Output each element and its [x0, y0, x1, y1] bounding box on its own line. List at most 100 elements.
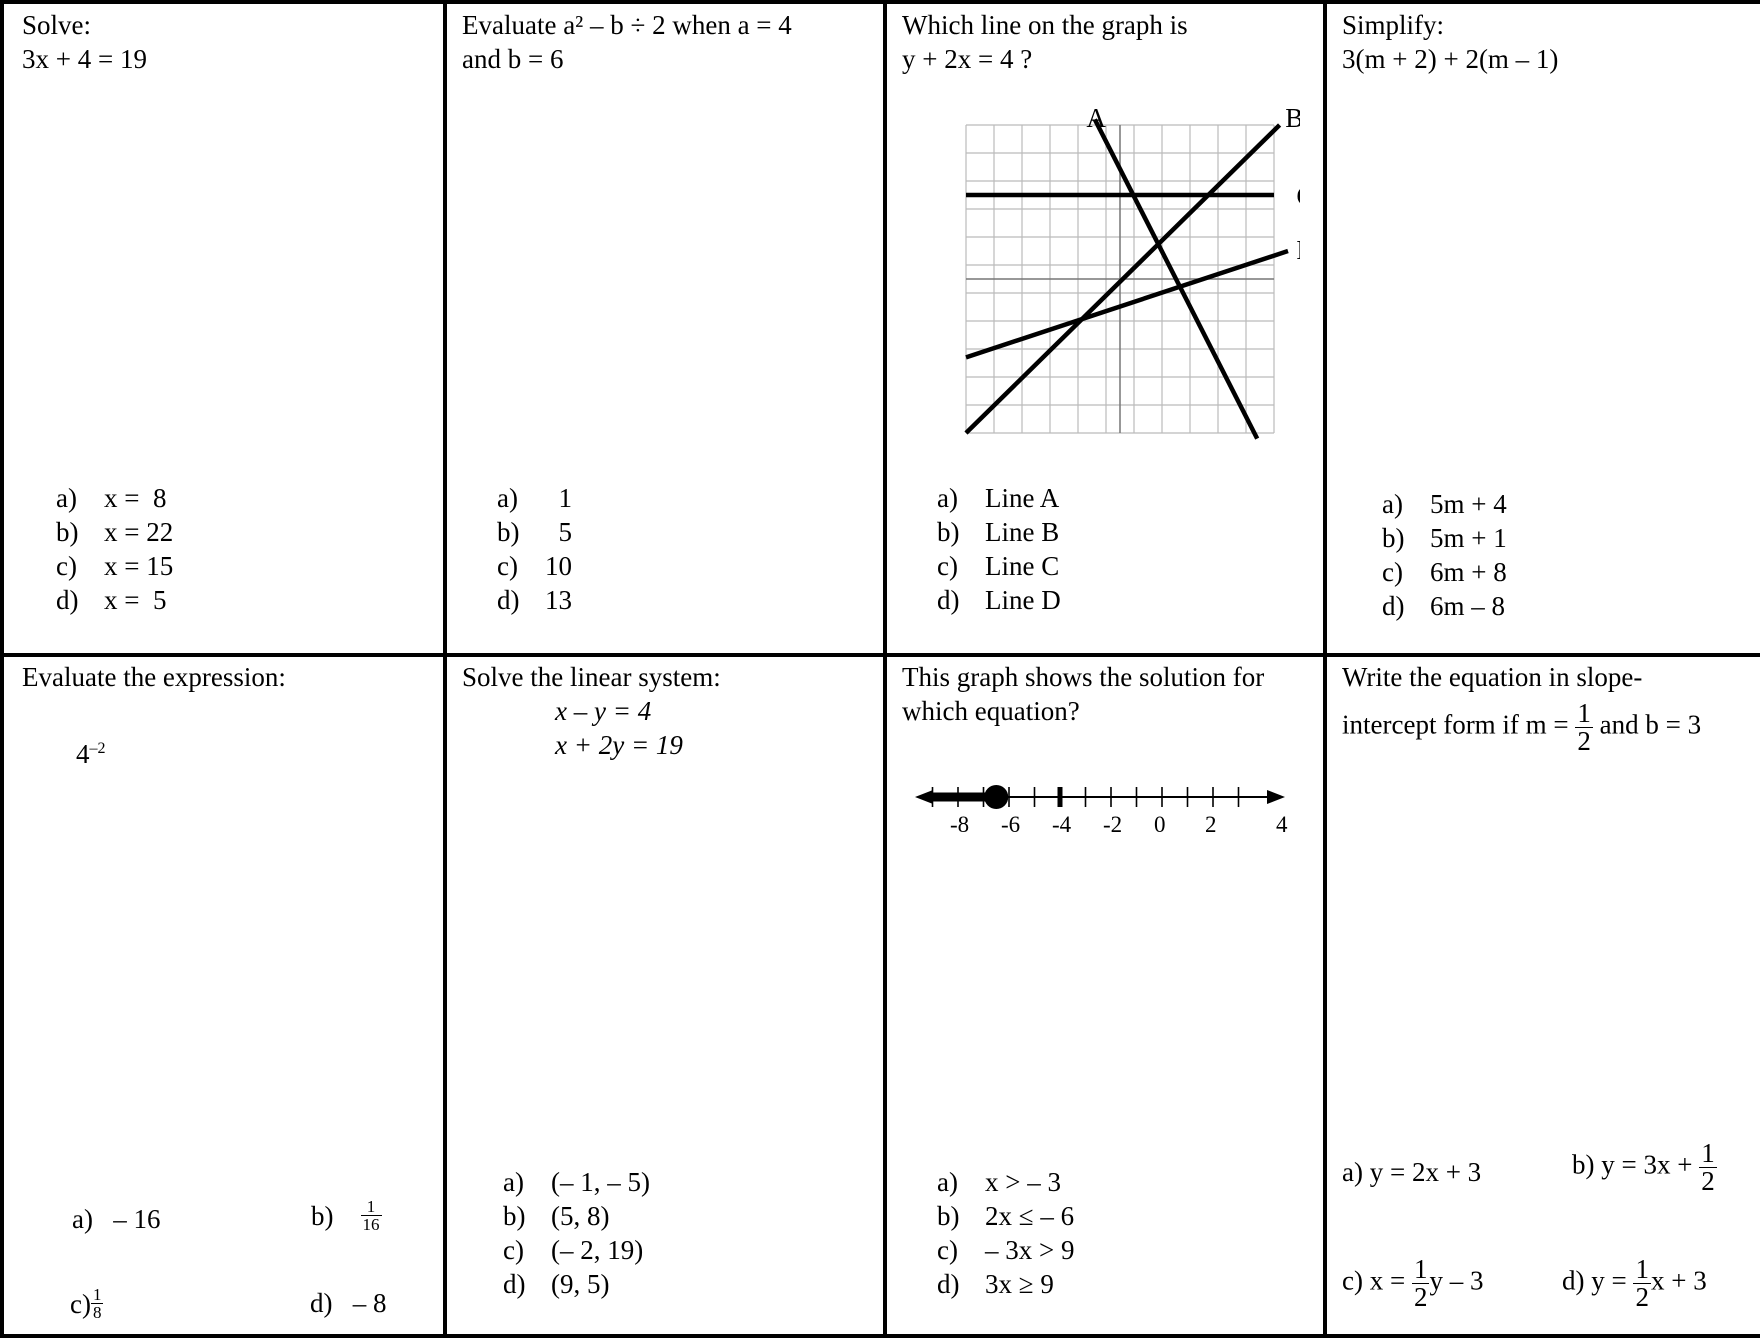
option-text: (9, 5)	[551, 1269, 610, 1299]
option-label: b)	[503, 1201, 526, 1231]
option-text: (– 2, 19)	[551, 1235, 644, 1265]
option-label: a)	[937, 483, 958, 513]
option-label: c)	[497, 551, 518, 581]
option-label: d)	[56, 585, 79, 615]
border-left	[0, 0, 4, 1338]
option-text: 13	[545, 585, 572, 615]
col-divider-1	[443, 0, 447, 1338]
answer-option: a) Line A	[937, 481, 1061, 515]
option-text: x > – 3	[985, 1167, 1061, 1197]
answer-option: a) x = 8	[56, 481, 173, 515]
option-text: 10	[545, 551, 572, 581]
number-line-tick-label: -6	[1001, 812, 1020, 837]
col-divider-3	[1323, 0, 1327, 1338]
option-label: d)	[937, 585, 960, 615]
answer-option: c) 6m + 8	[1382, 555, 1507, 589]
option-label: d)	[503, 1269, 526, 1299]
option-text: 6m + 8	[1430, 557, 1507, 587]
question-title: Evaluate a² – b ÷ 2 when a = 4	[462, 10, 792, 40]
answer-option: c)x = 15	[56, 549, 173, 583]
option-label: a)	[56, 483, 77, 513]
question-subtitle: which equation?	[902, 696, 1080, 726]
option-label: d)	[1382, 591, 1405, 621]
option-label: b)	[937, 1201, 960, 1231]
answer-options: a)(– 1, – 5)b)(5, 8)c)(– 2, 19)d)(9, 5)	[503, 1165, 650, 1301]
row-divider	[0, 653, 1760, 657]
option-label: a)	[1382, 489, 1403, 519]
option-text: x = 15	[104, 551, 174, 581]
option-label: b)	[937, 517, 960, 547]
answer-option: d)6m – 8	[1382, 589, 1507, 623]
option-a: a) y = 2x + 3	[1342, 1157, 1482, 1187]
answer-option: b) x = 22	[56, 515, 173, 549]
answer-option: b) Line B	[937, 515, 1061, 549]
answer-option: d) (9, 5)	[503, 1267, 650, 1301]
answer-option: b) (5, 8)	[503, 1199, 650, 1233]
answer-option: a)5m + 4	[1382, 487, 1507, 521]
answer-option: a) 1	[497, 481, 572, 515]
expression-base: 4	[76, 739, 90, 769]
question-expression: 3(m + 2) + 2(m – 1)	[1342, 44, 1559, 74]
option-label: d)	[497, 585, 520, 615]
border-bottom	[0, 1334, 1760, 1338]
option-label: a)	[937, 1167, 958, 1197]
answer-option: b) 5	[497, 515, 572, 549]
number-line-tick-label: -8	[950, 812, 969, 837]
option-text: (5, 8)	[551, 1201, 610, 1231]
option-text: x = 5	[104, 585, 167, 615]
expression-exponent: –2	[89, 740, 106, 757]
option-text: 5	[545, 517, 573, 547]
option-label: b)	[1382, 523, 1405, 553]
option-label: c)	[1382, 557, 1403, 587]
option-d: d) – 8	[310, 1288, 387, 1318]
answer-option: b) 5m + 1	[1382, 521, 1507, 555]
question-title: Solve:	[22, 10, 92, 40]
option-text: Line D	[985, 585, 1061, 615]
coordinate-graph: ABCD	[964, 105, 1300, 440]
option-text: Line B	[985, 517, 1060, 547]
question-title: Evaluate the expression:	[22, 662, 286, 692]
option-label: c)	[937, 1235, 958, 1265]
question-equation: 3x + 4 = 19	[22, 44, 147, 74]
option-text: 2x ≤ – 6	[985, 1201, 1075, 1231]
number-line-tick-label: 0	[1154, 812, 1166, 837]
option-text: Line A	[985, 483, 1060, 513]
answer-option: d) x = 5	[56, 583, 173, 617]
option-text: x = 8	[104, 483, 167, 513]
option-text: 5m + 1	[1430, 523, 1507, 553]
option-text: (– 1, – 5)	[551, 1167, 650, 1197]
line-label-b: B	[1285, 105, 1300, 133]
option-label: b)	[497, 517, 520, 547]
option-text: x = 22	[104, 517, 174, 547]
option-text: 1	[545, 483, 573, 513]
system-equation-1: x – y = 4	[555, 696, 652, 726]
question-title: Solve the linear system:	[462, 662, 721, 692]
option-a: a) – 16	[72, 1204, 161, 1234]
border-top	[0, 0, 1760, 4]
line-label-a: A	[1086, 105, 1106, 133]
number-line-tick-label: 4	[1276, 812, 1288, 837]
number-line-tick-label: -2	[1103, 812, 1122, 837]
answer-option: a)(– 1, – 5)	[503, 1165, 650, 1199]
line-label-d: D	[1296, 235, 1300, 265]
answer-option: d)3x ≥ 9	[937, 1267, 1074, 1301]
question-equation: y + 2x = 4 ?	[902, 44, 1033, 74]
question-condition: and b = 6	[462, 44, 564, 74]
answer-option: b) 2x ≤ – 6	[937, 1199, 1074, 1233]
option-label: d)	[937, 1269, 960, 1299]
question-expression: 4–2	[76, 732, 106, 771]
question-title: This graph shows the solution for	[902, 662, 1265, 692]
option-label: b)	[56, 517, 79, 547]
